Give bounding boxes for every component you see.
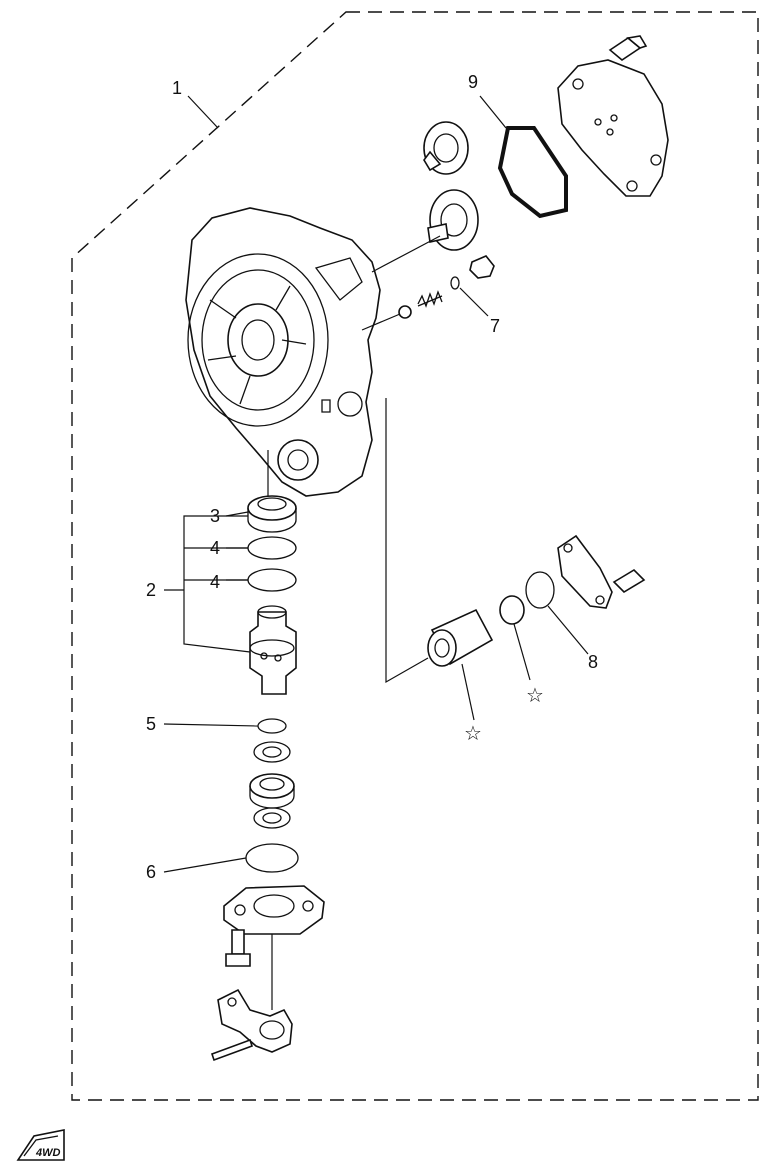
side-cover-plate — [557, 534, 613, 609]
cover-bolt — [608, 35, 648, 61]
oil-seal-3 — [247, 495, 297, 533]
oil-seal-lower — [249, 773, 295, 809]
o-ring-5 — [257, 718, 287, 734]
pump-gear-lower — [427, 189, 479, 251]
leader-9 — [479, 95, 507, 129]
callout-4-lower: 4 — [210, 572, 220, 592]
relief-plug — [469, 255, 495, 279]
four-wheel-drive-logo: 4WD — [16, 1129, 65, 1161]
callout-6: 6 — [146, 862, 156, 882]
o-ring-4-upper — [247, 536, 297, 560]
o-ring-7 — [450, 276, 460, 290]
callout-8: 8 — [588, 652, 598, 672]
assembly-boundary-1 — [71, 11, 759, 1101]
pump-cover-plate — [557, 59, 669, 197]
leader-bracket-right — [385, 398, 429, 684]
leader-star-b — [513, 623, 531, 681]
svg-text:4WD: 4WD — [35, 1147, 61, 1159]
callout-9: 9 — [468, 72, 478, 92]
callout-7: 7 — [490, 316, 500, 336]
pump-gear-upper — [423, 121, 469, 175]
callout-1: 1 — [172, 78, 182, 98]
callout-4-upper: 4 — [210, 538, 220, 558]
o-ring-9 — [497, 126, 568, 219]
relief-spring — [417, 290, 443, 308]
seal-retainer-plate — [223, 885, 325, 935]
o-ring-8 — [525, 571, 555, 609]
plug-cap — [499, 595, 525, 625]
leader-star-a — [461, 663, 475, 721]
leader-7 — [459, 287, 489, 317]
leader-gears — [371, 235, 441, 273]
leader-5 — [163, 723, 259, 727]
callout-3: 3 — [210, 506, 220, 526]
leader-valve — [361, 313, 401, 331]
side-cover-bolt — [612, 568, 646, 594]
pump-housing — [185, 207, 381, 497]
leader-8 — [547, 605, 589, 655]
callout-2: 2 — [146, 580, 156, 600]
retainer-bolt — [225, 929, 251, 967]
drive-pin — [210, 1038, 254, 1062]
washer-upper — [253, 741, 291, 763]
o-ring-4-lower — [247, 568, 297, 592]
washer-lower — [253, 807, 291, 829]
leader-1 — [187, 95, 219, 129]
o-ring-6 — [245, 843, 299, 873]
star-marker-a: ☆ — [464, 721, 482, 745]
star-marker-b: ☆ — [526, 683, 544, 707]
pump-sleeve — [427, 608, 494, 667]
leader-6 — [163, 857, 247, 873]
check-ball — [398, 305, 412, 319]
callout-5: 5 — [146, 714, 156, 734]
leader-3 — [225, 511, 249, 517]
drive-lever — [217, 988, 293, 1053]
pump-drive-shaft — [249, 605, 297, 695]
